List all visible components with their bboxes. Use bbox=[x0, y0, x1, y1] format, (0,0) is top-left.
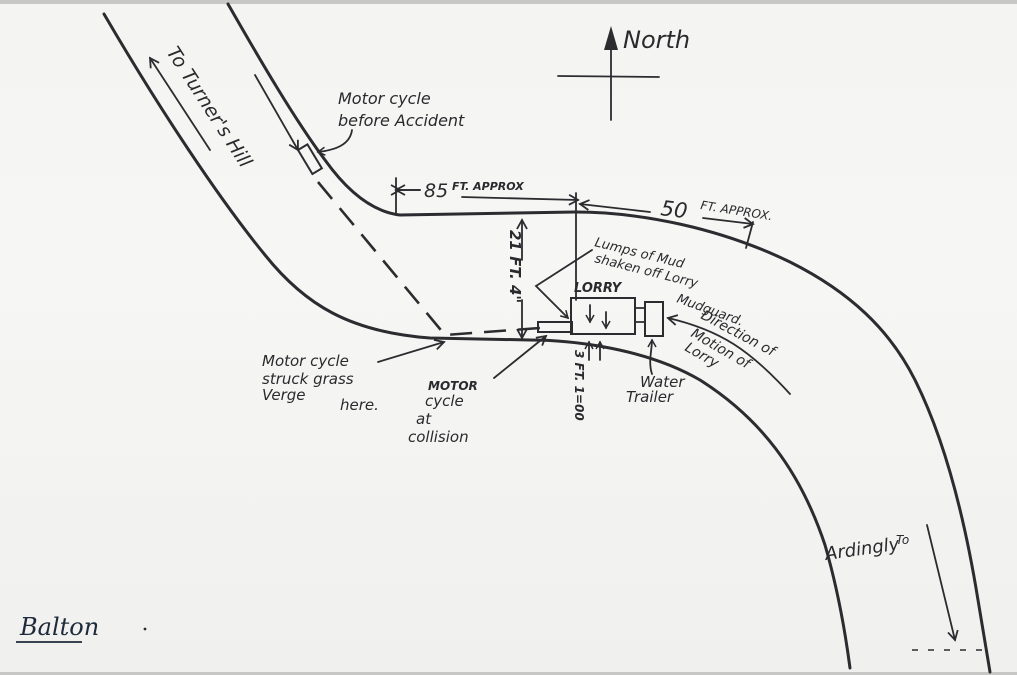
svg-text:Water: Water bbox=[640, 373, 685, 391]
svg-text:21 FT. 4": 21 FT. 4" bbox=[506, 230, 524, 303]
svg-text:here.: here. bbox=[340, 396, 379, 414]
ardingly-direction: To Ardingly bbox=[823, 524, 982, 651]
paper-top-edge bbox=[0, 0, 1017, 4]
svg-text:struck grass: struck grass bbox=[262, 370, 354, 388]
svg-text:FT. APPROX: FT. APPROX bbox=[452, 180, 524, 193]
struck-verge-annotation: Motor cycle struck grass Verge here. bbox=[262, 338, 446, 414]
svg-text:cycle: cycle bbox=[425, 392, 464, 410]
road-inner-edge bbox=[226, 2, 992, 674]
dimension-gap: 3 FT. 1=00 bbox=[572, 340, 605, 421]
signature: Balton bbox=[16, 613, 147, 643]
svg-text:Verge: Verge bbox=[262, 386, 306, 404]
turners-hill-label: To Turner's Hill bbox=[162, 43, 257, 172]
motorcycle-before-label-2: before Accident bbox=[338, 111, 465, 130]
direction-of-motion: Direction of Motion of Lorry bbox=[666, 307, 791, 395]
ardingly-label: Ardingly bbox=[823, 534, 901, 565]
svg-text:To: To bbox=[896, 533, 909, 547]
motorcycle-before-label: Motor cycle bbox=[338, 89, 431, 108]
svg-text:collision: collision bbox=[408, 428, 469, 446]
svg-text:Balton: Balton bbox=[19, 613, 99, 641]
motorcycle-at-collision-box bbox=[537, 321, 573, 333]
dimension-85ft: 85 FT. APPROX bbox=[390, 177, 580, 215]
svg-text:85: 85 bbox=[424, 180, 448, 202]
paper-bottom-edge bbox=[0, 672, 1017, 675]
north-compass: North bbox=[557, 26, 690, 121]
north-label: North bbox=[623, 26, 690, 54]
lorry-label: LORRY bbox=[574, 281, 623, 296]
water-trailer-box bbox=[644, 301, 664, 337]
motorcycle-before-box bbox=[296, 142, 324, 176]
road-outer-edge bbox=[102, 12, 852, 670]
collision-annotation: MOTOR cycle at collision bbox=[408, 334, 548, 446]
lorry-body bbox=[570, 297, 636, 335]
lorry: LORRY bbox=[570, 281, 664, 337]
svg-text:Trailer: Trailer bbox=[626, 388, 674, 406]
svg-text:MOTOR: MOTOR bbox=[428, 379, 478, 393]
turners-hill-direction: To Turner's Hill bbox=[148, 43, 257, 172]
north-arrow-icon bbox=[604, 26, 618, 50]
svg-text:at: at bbox=[416, 410, 432, 428]
water-trailer-annotation: Water Trailer bbox=[626, 338, 685, 406]
dimension-road-width: 21 FT. 4" bbox=[506, 218, 528, 340]
motorcycle-before: Motor cycle before Accident bbox=[254, 74, 465, 176]
svg-text:3 FT. 1=00: 3 FT. 1=00 bbox=[572, 350, 586, 421]
svg-text:50: 50 bbox=[659, 196, 688, 223]
svg-text:Motor cycle: Motor cycle bbox=[262, 352, 349, 370]
